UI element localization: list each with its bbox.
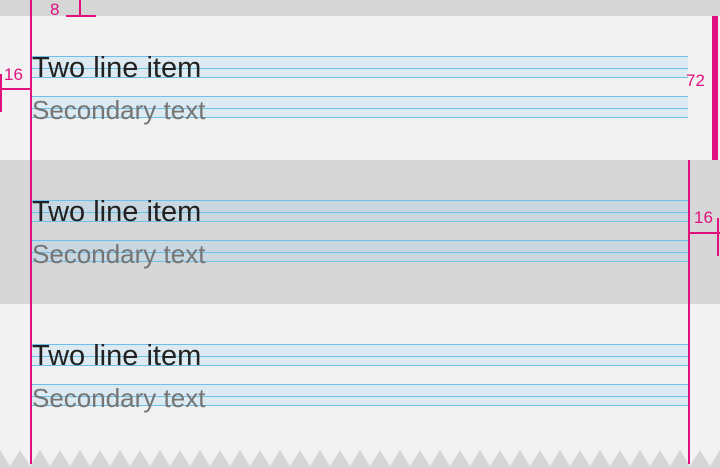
list-item[interactable]: Two line item Secondary text <box>0 304 720 448</box>
top-padding-area <box>0 0 720 16</box>
top-padding-marker <box>79 0 81 16</box>
left-keyline <box>30 0 32 464</box>
right-margin-label: 16 <box>694 208 713 227</box>
right-margin-marker-line <box>689 232 720 234</box>
top-padding-marker-base <box>66 15 96 17</box>
primary-keyline-band <box>32 200 688 222</box>
top-padding-label: 8 <box>50 0 60 19</box>
primary-text: Two line item <box>32 196 202 228</box>
left-margin-marker <box>0 74 2 112</box>
primary-keyline-band <box>32 56 688 78</box>
secondary-text: Secondary text <box>32 95 206 125</box>
right-keyline <box>688 160 690 464</box>
row-height-marker <box>712 16 718 160</box>
right-margin-marker-edge <box>717 218 719 256</box>
secondary-text: Secondary text <box>32 383 206 413</box>
primary-keyline-band <box>32 344 688 366</box>
secondary-baseline <box>32 252 688 253</box>
primary-text: Two line item <box>32 340 202 372</box>
primary-baseline <box>32 68 688 69</box>
list-item[interactable]: Two line item Secondary text <box>0 160 720 304</box>
row-height-label: 72 <box>686 71 705 90</box>
primary-baseline <box>32 212 688 213</box>
primary-text: Two line item <box>32 52 202 84</box>
secondary-text: Secondary text <box>32 239 206 269</box>
secondary-baseline <box>32 108 688 109</box>
left-margin-label: 16 <box>4 65 23 84</box>
secondary-keyline-band <box>32 240 688 262</box>
torn-edge <box>0 448 720 468</box>
list-item[interactable]: Two line item Secondary text <box>0 16 720 160</box>
primary-baseline <box>32 356 688 357</box>
secondary-keyline-band <box>32 384 688 406</box>
left-margin-marker-line <box>0 88 31 90</box>
secondary-baseline <box>32 396 688 397</box>
secondary-keyline-band <box>32 96 688 118</box>
